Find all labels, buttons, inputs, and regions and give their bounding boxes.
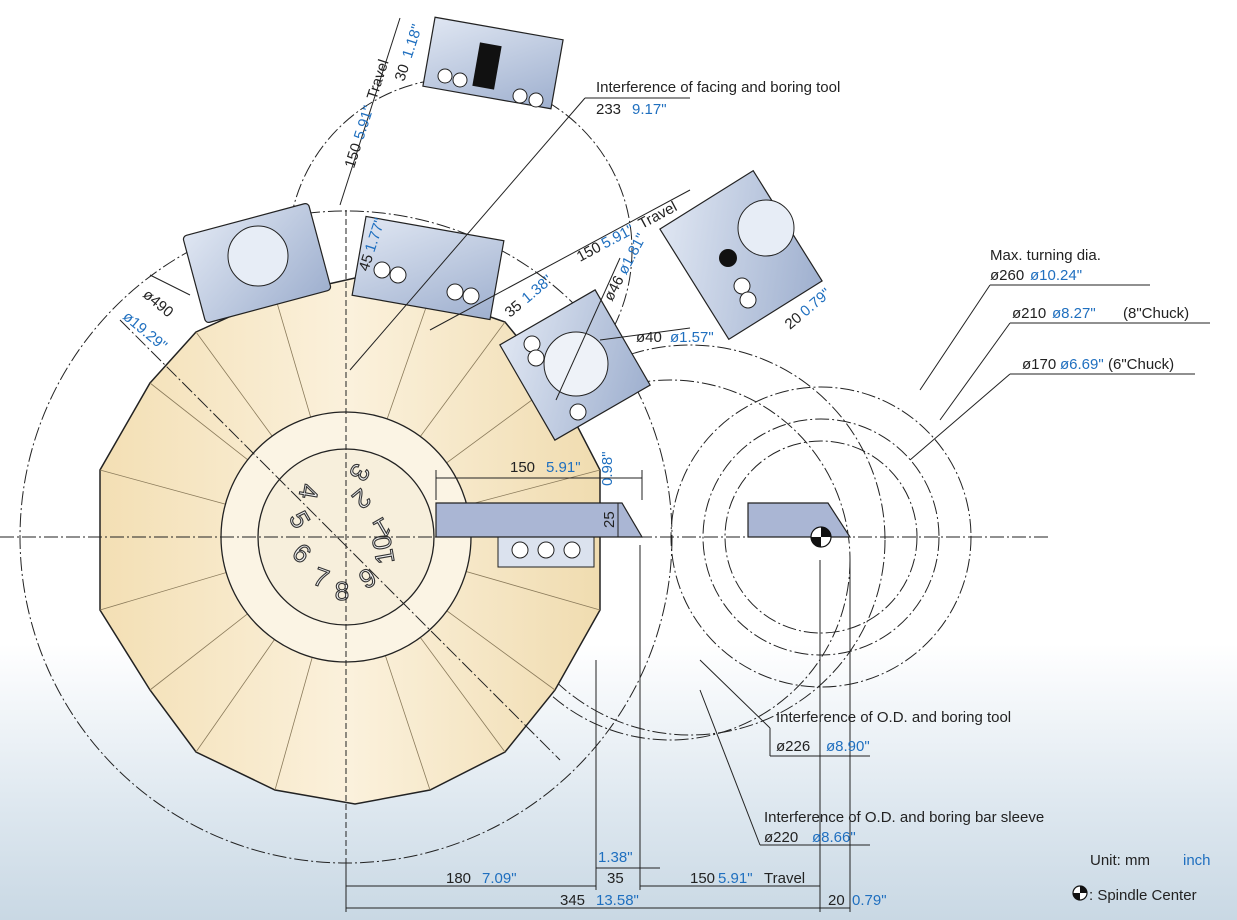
bot-150-word: Travel	[764, 870, 805, 887]
dim150c-mm: 150	[510, 459, 535, 476]
svg-text:150: 150	[574, 239, 604, 266]
station-4: 4	[293, 482, 325, 501]
dimension-lines	[149, 17, 1210, 912]
spindle-legend-icon	[1072, 885, 1088, 901]
dim-d490: ø490	[139, 286, 176, 321]
svg-text:35: 35	[502, 297, 526, 321]
svg-text:150: 150	[341, 141, 365, 170]
bot-150-mm: 150	[690, 870, 715, 887]
interf-facing-mm: 233	[596, 101, 621, 118]
chuck-6in-circle	[724, 440, 918, 634]
svg-text:1.18": 1.18"	[399, 22, 426, 60]
d210-mm: ø210	[1012, 305, 1046, 322]
svg-text:0.98": 0.98"	[599, 451, 616, 486]
station-8: 8	[335, 576, 349, 606]
d40-mm: ø40	[636, 329, 662, 346]
d170-note: (6"Chuck)	[1108, 356, 1174, 373]
interf-facing-title: Interference of facing and boring tool	[596, 79, 840, 96]
svg-text:Travel: Travel	[364, 57, 393, 101]
spindle-center-marker	[810, 526, 832, 548]
svg-text:1.38": 1.38"	[518, 272, 555, 307]
unit-prefix: Unit: mm	[1090, 852, 1150, 869]
tool-holder-top-left	[182, 203, 332, 323]
bot-150-in: 5.91"	[718, 870, 753, 887]
d40-in: ø1.57"	[670, 329, 714, 346]
spindle-legend-text: : Spindle Center	[1089, 887, 1197, 904]
turret-diagonal-line	[119, 319, 561, 761]
d220-mm: ø220	[764, 829, 798, 846]
d260-in: ø10.24"	[1030, 267, 1082, 284]
bot-20-in: 0.79"	[852, 892, 887, 909]
svg-text:45: 45	[356, 252, 377, 273]
d170-mm: ø170	[1022, 356, 1056, 373]
station-10: 10	[366, 533, 401, 567]
boring-tool-block	[497, 536, 595, 568]
bot-180-in: 7.09"	[482, 870, 517, 887]
svg-text:30: 30	[392, 62, 413, 83]
interf-od-boring-title: Interference of O.D. and boring tool	[776, 709, 1011, 726]
tool-holder-upper	[422, 16, 564, 110]
tool-holder-top	[351, 215, 505, 321]
interf-facing-in: 9.17"	[632, 101, 667, 118]
dim-30: 30 1.18"	[392, 22, 426, 83]
bot-138-in: 1.38"	[598, 849, 633, 866]
chuck-8in-circle	[702, 418, 940, 656]
d260-mm: ø260	[990, 267, 1024, 284]
tool-holder-right	[499, 289, 651, 441]
tool-holder-right-upper	[659, 169, 823, 341]
dim-25: 25	[601, 511, 618, 528]
d226-in: ø8.90"	[826, 738, 870, 755]
dim-25-in: 0.98"	[599, 451, 616, 486]
boring-bar-turret	[435, 502, 644, 538]
svg-text:ø490: ø490	[139, 286, 176, 321]
bot-35-mm: 35	[607, 870, 624, 887]
svg-text:ø46: ø46	[601, 273, 628, 304]
bot-180-mm: 180	[446, 870, 471, 887]
d210-in: ø8.27"	[1052, 305, 1096, 322]
d170-in: ø6.69"	[1060, 356, 1104, 373]
interf-od-sleeve-title: Interference of O.D. and boring bar slee…	[764, 809, 1044, 826]
unit-inch: inch	[1183, 852, 1211, 869]
bot-20-mm: 20	[828, 892, 845, 909]
max-turning-title: Max. turning dia.	[990, 247, 1101, 264]
d226-mm: ø226	[776, 738, 810, 755]
unit-legend: Unit: mm inch : Spindle Center	[1072, 852, 1211, 904]
boring-bar-spindle	[747, 502, 852, 538]
d220-in: ø8.66"	[812, 829, 856, 846]
dim150c-in: 5.91"	[546, 459, 581, 476]
d210-note: (8"Chuck)	[1123, 305, 1189, 322]
travel-top-dim: 150 5.91" Travel	[341, 57, 392, 170]
bot-345-in: 13.58"	[596, 892, 639, 909]
svg-text:5.91": 5.91"	[351, 104, 378, 142]
svg-text:25: 25	[601, 511, 618, 528]
dim-35: 35 1.38"	[502, 272, 556, 321]
bot-345-mm: 345	[560, 892, 585, 909]
